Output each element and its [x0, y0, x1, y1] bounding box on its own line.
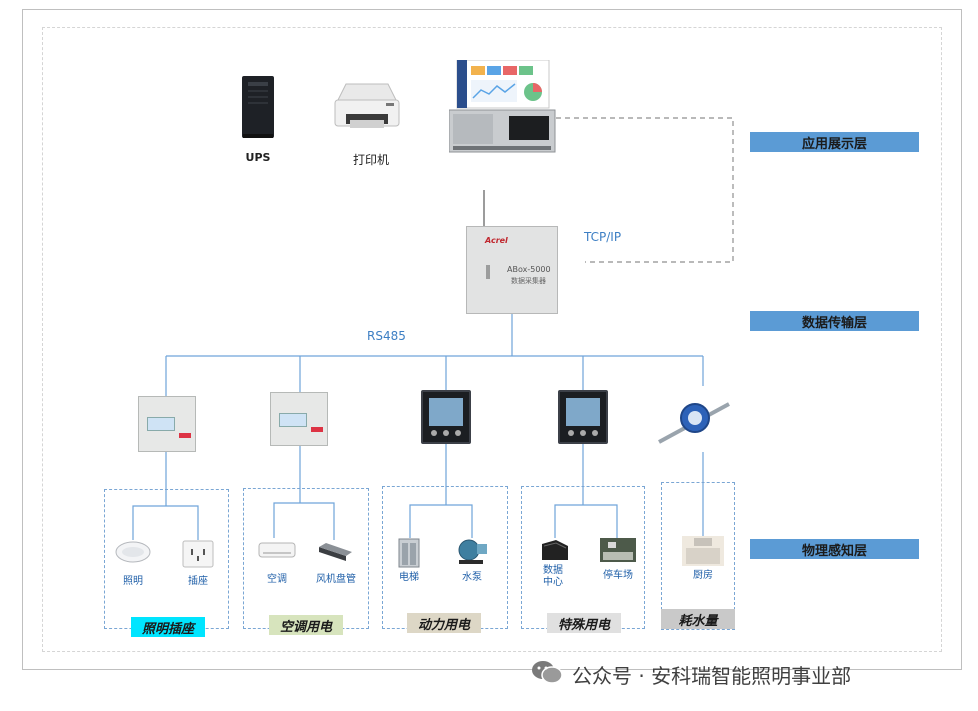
inner-frame [42, 27, 942, 652]
printer-device [332, 80, 402, 132]
ups-device [240, 76, 276, 140]
din-rail-meter-2 [270, 392, 328, 446]
din-rail-meter-1 [138, 396, 196, 452]
watermark-text: 公众号 · 安科瑞智能照明事业部 [572, 664, 852, 688]
air-conditioner-icon [258, 540, 296, 560]
data-center-icon [540, 538, 570, 562]
rs485-label: RS485 [367, 329, 406, 343]
kitchen-icon [682, 536, 724, 566]
tag-water: 耗水量 [661, 609, 735, 629]
ceiling-light-icon [114, 540, 152, 566]
abox-brand: Acrel [485, 236, 508, 245]
socket-icon [182, 540, 214, 568]
item-parking-lot: 停车场 [603, 570, 633, 581]
item-ac: 空调 [267, 574, 287, 585]
printer-label: 打印机 [352, 153, 389, 167]
abox-gateway: Acrel ABox-5000 数据采集器 [466, 226, 558, 314]
water-meter [655, 386, 733, 452]
abox-model: ABox-5000 [507, 265, 551, 274]
tcpip-label: TCP/IP [584, 230, 622, 244]
wechat-icon [530, 659, 564, 685]
tag-lighting-socket: 照明插座 [131, 617, 205, 637]
abox-lock [486, 265, 490, 279]
panel-meter-2 [558, 390, 608, 444]
tag-hvac: 空调用电 [269, 615, 343, 635]
tag-special: 特殊用电 [547, 613, 621, 633]
outer-frame [22, 9, 962, 670]
elevator-icon [398, 538, 420, 568]
item-socket: 插座 [188, 576, 208, 587]
item-data-center: 数据 中心 [543, 565, 563, 588]
abox-subtitle: 数据采集器 [511, 277, 546, 285]
layer-application: 应用展示层 [750, 132, 919, 152]
tag-power: 动力用电 [407, 613, 481, 633]
layer-perception: 物理感知层 [750, 539, 919, 559]
water-pump-icon [455, 536, 489, 566]
parking-lot-icon [600, 538, 636, 562]
layer-transmission: 数据传输层 [750, 311, 919, 331]
server-with-monitor [448, 59, 557, 154]
panel-meter-1 [421, 390, 471, 444]
ups-label: UPS [245, 151, 271, 164]
fan-coil-icon [316, 542, 354, 562]
item-elevator: 电梯 [399, 572, 419, 583]
group-box-water [661, 482, 735, 630]
item-fan-coil: 风机盘管 [316, 574, 356, 585]
item-kitchen: 厨房 [693, 570, 713, 581]
item-water-pump: 水泵 [462, 572, 482, 583]
item-lighting: 照明 [123, 576, 143, 587]
